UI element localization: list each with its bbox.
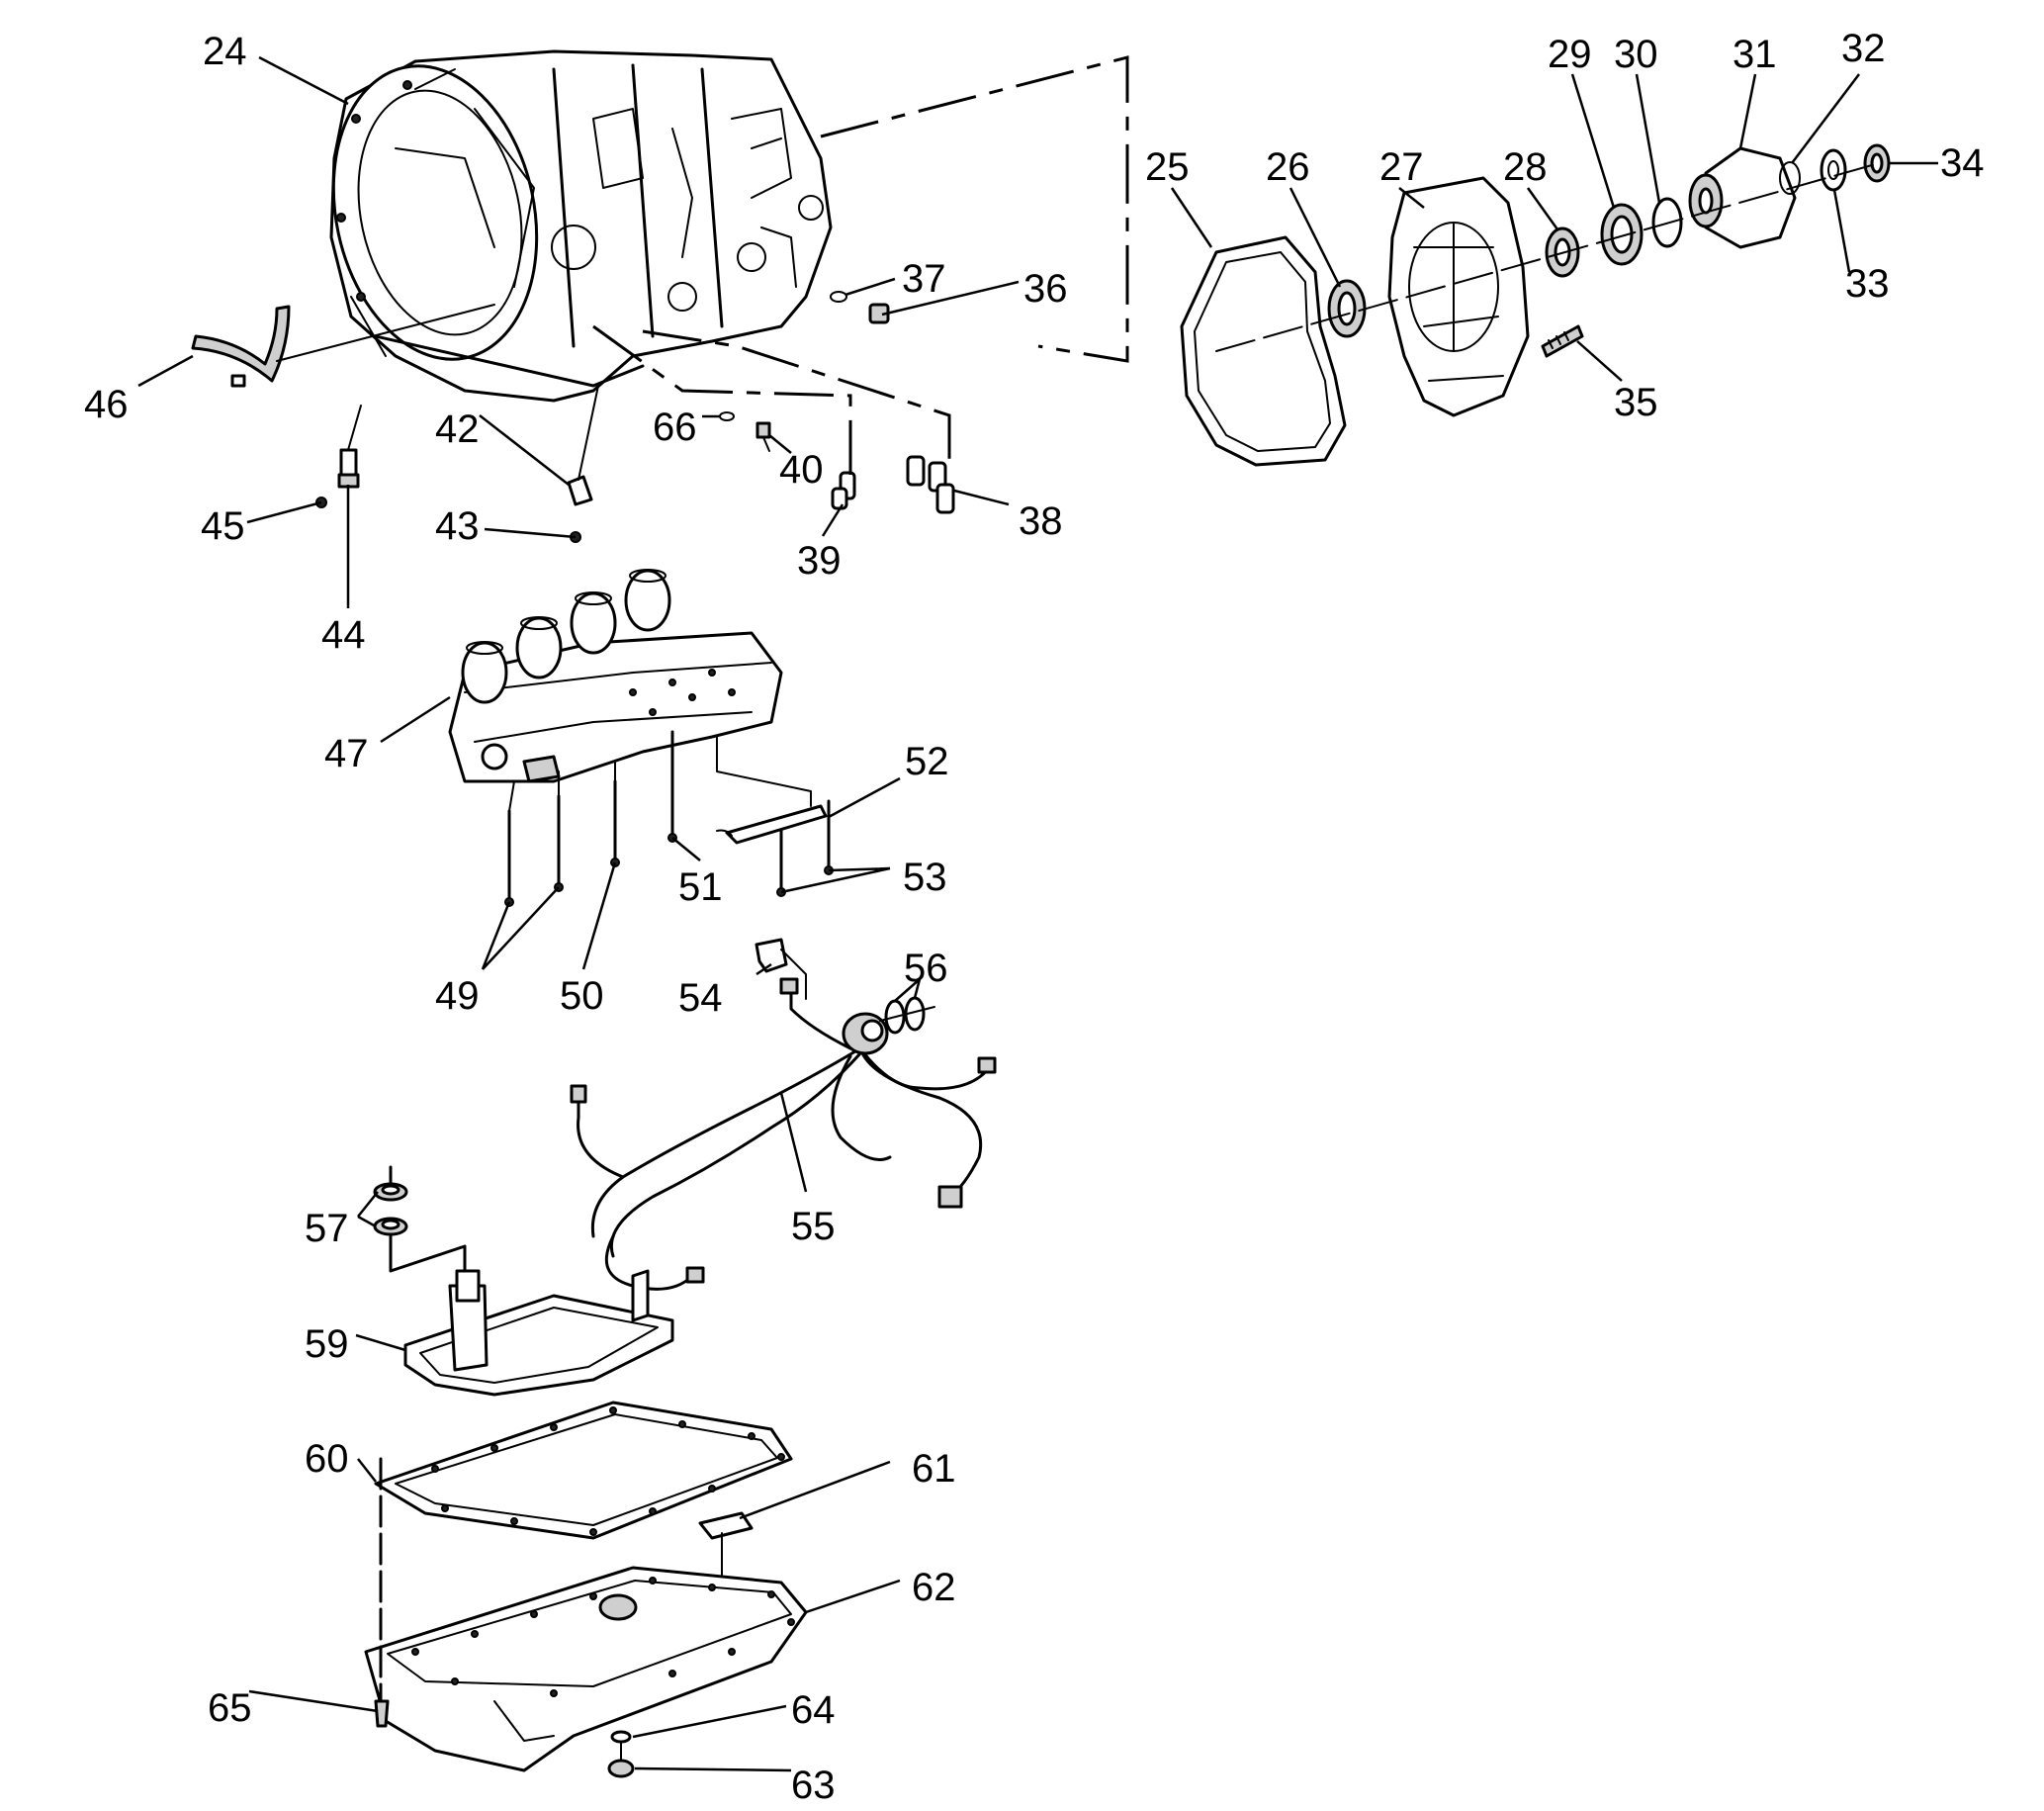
callout-52: 52 — [905, 740, 949, 783]
callout-43: 43 — [435, 504, 480, 548]
callout-53: 53 — [903, 856, 947, 899]
callout-33: 33 — [1845, 262, 1890, 306]
extension-bolt-35 — [1541, 324, 1584, 358]
callout-55: 55 — [791, 1205, 836, 1248]
callout-36: 36 — [1023, 267, 1068, 311]
callout-30: 30 — [1614, 33, 1658, 76]
callout-61: 61 — [912, 1447, 956, 1491]
callout-39: 39 — [797, 539, 842, 583]
pan-bolt-65 — [374, 1457, 390, 1728]
sensor-reluctor-46 — [191, 305, 291, 388]
extension-seal-ring — [1600, 203, 1644, 266]
callout-28: 28 — [1503, 145, 1548, 189]
callout-27: 27 — [1379, 145, 1424, 189]
callout-45: 45 — [201, 504, 245, 548]
callout-54: 54 — [678, 976, 723, 1020]
valve-body-assembly — [448, 569, 783, 783]
callout-60: 60 — [305, 1437, 349, 1481]
extension-housing — [1387, 176, 1530, 417]
washer-33 — [1820, 148, 1847, 192]
extension-gasket — [1180, 235, 1347, 467]
oil-pan — [364, 1566, 808, 1772]
speed-sensor-42 — [567, 385, 599, 506]
callout-51: 51 — [678, 865, 723, 909]
extension-bearing — [1545, 226, 1580, 278]
filter-seals-57 — [373, 1165, 467, 1273]
bolt-40 — [755, 421, 771, 452]
callout-47: 47 — [324, 732, 369, 775]
output-flange — [1688, 146, 1797, 249]
callout-66: 66 — [653, 406, 697, 449]
sleeve-38 — [906, 455, 955, 514]
extension-seal — [1327, 279, 1367, 338]
callout-42: 42 — [435, 407, 480, 451]
flange-nut-34 — [1863, 143, 1891, 183]
speed-sensor-44 — [337, 405, 362, 489]
callout-49: 49 — [435, 974, 480, 1018]
callout-26: 26 — [1266, 145, 1310, 189]
drain-seal-64 — [610, 1730, 632, 1744]
callout-46: 46 — [84, 383, 129, 426]
callout-56: 56 — [904, 947, 948, 990]
callout-64: 64 — [791, 1688, 836, 1732]
snap-ring-30 — [1651, 197, 1683, 248]
callout-40: 40 — [779, 448, 824, 492]
drain-plug-63 — [607, 1740, 635, 1778]
detent-spring-52 — [716, 804, 828, 845]
transmission-case — [329, 49, 833, 403]
callout-63: 63 — [791, 1764, 836, 1807]
callout-62: 62 — [912, 1566, 956, 1609]
callout-32: 32 — [1841, 27, 1886, 70]
callout-25: 25 — [1145, 145, 1190, 189]
wiring-harness — [570, 977, 997, 1291]
harness-clip-54 — [755, 938, 807, 1000]
callout-35: 35 — [1614, 381, 1658, 424]
pan-gasket — [374, 1401, 793, 1540]
o-ring-32 — [1779, 161, 1801, 195]
sleeve-39 — [831, 471, 856, 510]
callout-38: 38 — [1019, 499, 1063, 543]
o-rings-56 — [879, 996, 935, 1035]
callout-labels: 24 25 26 27 28 29 30 31 32 33 34 35 36 3… — [84, 27, 1985, 1807]
callout-57: 57 — [305, 1207, 349, 1250]
callout-50: 50 — [560, 974, 604, 1018]
callout-34: 34 — [1940, 141, 1985, 185]
callout-65: 65 — [208, 1686, 252, 1730]
callout-37: 37 — [902, 257, 946, 301]
callout-29: 29 — [1548, 33, 1592, 76]
o-ring-37 — [830, 291, 847, 303]
callout-59: 59 — [305, 1322, 349, 1366]
seal-66 — [719, 411, 735, 421]
transmission-filter — [403, 1269, 674, 1397]
callout-24: 24 — [203, 30, 247, 73]
callout-44: 44 — [321, 613, 366, 657]
leader-lines — [137, 55, 1938, 1772]
callout-31: 31 — [1733, 33, 1777, 76]
